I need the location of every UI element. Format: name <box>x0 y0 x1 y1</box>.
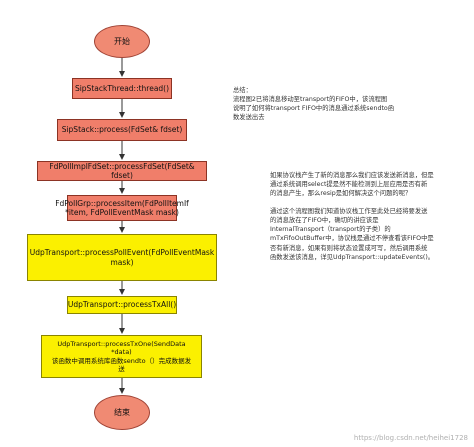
process-fdpollimpl-label: FdPollImplFdSet::processFdSet(FdSet& fds… <box>49 161 195 180</box>
process-sipstack-process: SipStack::process(FdSet& fdset) <box>57 119 187 141</box>
start-terminal: 开始 <box>94 25 150 58</box>
process-udp-txall-label: UdpTransport::processTxAll() <box>67 300 177 310</box>
start-label: 开始 <box>114 36 130 46</box>
process-fdpollimpl: FdPollImplFdSet::processFdSet(FdSet& fds… <box>37 161 207 181</box>
process-sipstack-thread-label: SipStackThread::thread() <box>74 83 170 93</box>
process-udp-pollevent: UdpTransport::processPollEvent(FdPollEve… <box>27 234 217 281</box>
process-udp-txone: UdpTransport::processTxOne(SendData *dat… <box>41 335 202 378</box>
process-udp-txall: UdpTransport::processTxAll() <box>67 296 177 314</box>
process-sipstack-process-label: SipStack::process(FdSet& fdset) <box>61 125 183 135</box>
end-label: 结束 <box>114 407 130 417</box>
process-udp-pollevent-label: UdpTransport::processPollEvent(FdPollEve… <box>29 248 215 267</box>
summary-note: 总结： 流程图2已将消息移动至transport的FIFO中，该流程图 说明了如… <box>233 87 395 122</box>
process-udp-txone-line4: 送 <box>118 364 125 373</box>
end-terminal: 结束 <box>94 395 150 430</box>
process-fdpollgrp: FdPollGrp::processItem(FdPollItemIf *ite… <box>55 195 189 221</box>
process-sipstack-thread: SipStackThread::thread() <box>72 78 172 99</box>
watermark: https://blog.csdn.net/heihei1728 <box>353 434 468 442</box>
process-udp-txone-line1: UdpTransport::processTxOne(SendData <box>57 339 186 348</box>
question-note: 如果协议栈产生了新的消息那么我们应该发送新消息，但是 通过系统调用select提… <box>270 172 434 198</box>
answer-note: 通过这个流程图我们知道协议栈工作至此处已经将要发送 的消息放在了FIFO中，确切… <box>270 208 435 261</box>
process-udp-txone-line3: 该函数中调用系统库函数sendto（）完成数据发 <box>51 356 192 365</box>
process-fdpollgrp-label: FdPollGrp::processItem(FdPollItemIf *ite… <box>55 198 189 217</box>
process-udp-txone-line2: *data) <box>111 348 132 357</box>
